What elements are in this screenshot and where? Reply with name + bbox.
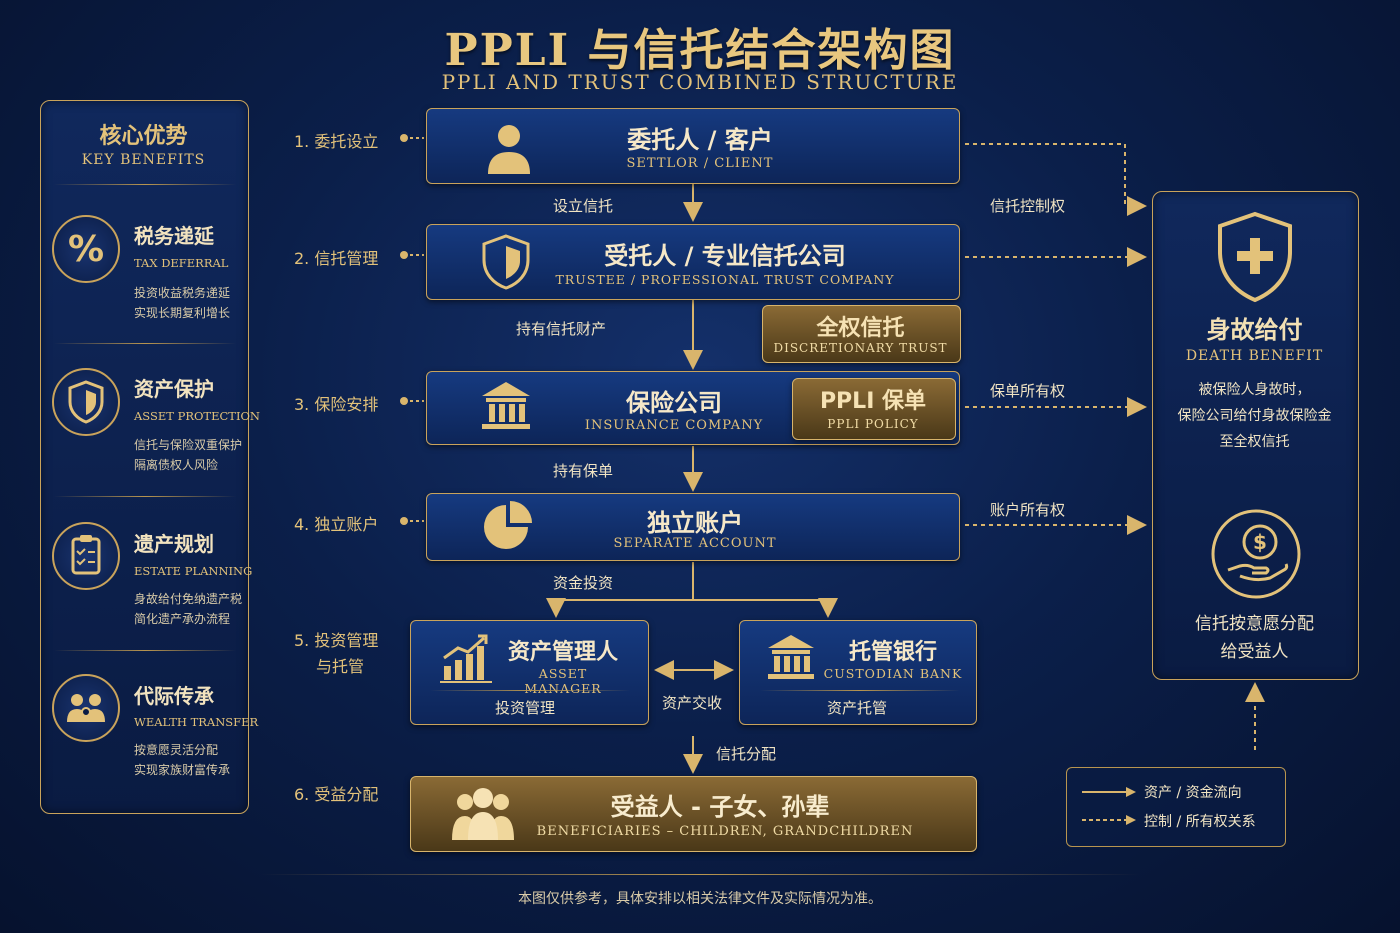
- legend: [1066, 767, 1286, 847]
- svg-text:$: $: [1253, 530, 1267, 554]
- step-label: 6. 受益分配: [294, 785, 379, 804]
- flow-label: 资产交收: [662, 694, 723, 712]
- ppli-policy-en: PPLI POLICY: [827, 417, 919, 431]
- divider: [430, 690, 630, 691]
- step-label: 3. 保险安排: [294, 395, 379, 414]
- trustee-en: TRUSTEE / PROFESSIONAL TRUST COMPANY: [555, 272, 895, 287]
- discretionary-trust-node: [762, 305, 961, 363]
- clipboard-icon: [52, 522, 120, 590]
- trust-distribution-text: 给受益人: [1220, 642, 1289, 662]
- shield-icon: [478, 232, 534, 294]
- key-benefits-title: 核心优势: [99, 124, 188, 149]
- asset-manager-desc: 投资管理: [494, 699, 555, 717]
- bank-building-icon: [766, 632, 816, 688]
- step-label: 4. 独立账户: [294, 515, 379, 534]
- divider: [54, 184, 236, 185]
- benefit-en: TAX DEFERRAL: [134, 256, 229, 270]
- death-benefit-desc: 被保险人身故时，: [1198, 382, 1311, 398]
- step-label: 2. 信托管理: [294, 249, 379, 268]
- ppli-policy-node: [792, 378, 956, 440]
- step-label: 5. 投资管理: [294, 631, 379, 650]
- death-benefit-desc: 保险公司给付身故保险金: [1177, 408, 1332, 424]
- relation-label: 信托控制权: [990, 197, 1066, 215]
- benefit-desc: 实现家族财富传承: [134, 763, 231, 777]
- custodian-bank-desc: 资产托管: [826, 699, 887, 717]
- divider: [760, 690, 960, 691]
- benefit-title: 遗产规划: [134, 532, 214, 556]
- benefit-desc: 简化遗产承办流程: [134, 612, 231, 626]
- group-people-icon: [450, 786, 516, 846]
- discretionary-trust-title: 全权信托: [816, 316, 905, 341]
- pie-chart-icon: [482, 499, 534, 555]
- divider: [54, 343, 236, 344]
- percent-icon: %: [52, 215, 120, 283]
- benefit-en: WEALTH TRANSFER: [134, 715, 259, 729]
- divider: [54, 496, 236, 497]
- custodian-bank-title: 托管银行: [848, 640, 937, 665]
- step-label: 与托管: [316, 657, 365, 676]
- separate-account-en: SEPARATE ACCOUNT: [613, 536, 777, 551]
- benefit-en: ESTATE PLANNING: [134, 564, 253, 578]
- beneficiaries-en: BENEFICIARIES – CHILDREN, GRANDCHILDREN: [536, 824, 914, 839]
- benefit-desc: 投资收益税务递延: [134, 286, 231, 300]
- footnote: 本图仅供参考，具体安排以相关法律文件及实际情况为准。: [518, 891, 882, 907]
- settlor-en: SETTLOR / CLIENT: [626, 156, 774, 171]
- benefit-desc: 按意愿灵活分配: [134, 743, 219, 757]
- dollar-hand-icon: $: [1210, 508, 1302, 604]
- person-icon: [484, 120, 534, 180]
- discretionary-trust-en: DISCRETIONARY TRUST: [773, 341, 948, 355]
- flow-label: 资金投资: [553, 574, 614, 592]
- asset-manager-en: ASSET MANAGER: [524, 666, 602, 696]
- key-benefits-subtitle: KEY BENEFITS: [81, 152, 206, 168]
- shield-icon: [52, 368, 120, 436]
- custodian-bank-en: CUSTODIAN BANK: [823, 666, 963, 681]
- beneficiaries-title: 受益人 - 子女、孙辈: [610, 793, 830, 821]
- step-label: 1. 委托设立: [294, 132, 379, 151]
- insurance-company-title: 保险公司: [626, 389, 722, 417]
- divider: [260, 874, 1140, 875]
- legend-solid-label: 资产 / 资金流向: [1144, 785, 1242, 801]
- flow-label: 持有保单: [553, 462, 614, 480]
- page-subtitle: PPLI AND TRUST COMBINED STRUCTURE: [441, 70, 959, 94]
- benefit-desc: 信托与保险双重保护: [134, 438, 243, 452]
- trust-distribution-text: 信托按意愿分配: [1195, 614, 1314, 634]
- svg-text:%: %: [68, 229, 104, 270]
- page-title: PPLI 与信托结合架构图: [444, 25, 956, 76]
- relation-label: 账户所有权: [990, 501, 1066, 519]
- separate-account-title: 独立账户: [647, 509, 743, 537]
- ppli-policy-title: PPLI 保单: [819, 389, 927, 414]
- trustee-title: 受托人 / 专业信托公司: [604, 242, 846, 270]
- benefit-en: ASSET PROTECTION: [134, 409, 260, 423]
- legend-dashed-label: 控制 / 所有权关系: [1144, 814, 1256, 830]
- flow-label: 信托分配: [716, 745, 777, 763]
- benefit-title: 资产保护: [134, 377, 214, 401]
- benefit-desc: 隔离债权人风险: [134, 458, 219, 472]
- insurance-company-en: INSURANCE COMPANY: [584, 418, 764, 433]
- bar-chart-growth-icon: [440, 632, 492, 688]
- flow-label: 持有信托财产: [516, 320, 607, 338]
- benefit-title: 代际传承: [134, 684, 214, 708]
- shield-plus-icon: [1214, 210, 1296, 308]
- settlor-title: 委托人 / 客户: [627, 126, 773, 154]
- benefit-desc: 身故给付免纳遗产税: [134, 592, 243, 606]
- death-benefit-title: 身故给付: [1206, 316, 1303, 344]
- divider: [54, 650, 236, 651]
- benefit-desc: 实现长期复利增长: [134, 306, 231, 320]
- asset-manager-title: 资产管理人: [507, 640, 618, 665]
- death-benefit-desc: 至全权信托: [1219, 434, 1290, 450]
- flow-label: 设立信托: [553, 197, 614, 215]
- benefit-title: 税务递延: [134, 224, 214, 248]
- custodian-bank-node: [739, 620, 977, 725]
- relation-label: 保单所有权: [990, 382, 1066, 400]
- family-icon: [52, 674, 120, 742]
- legend-lines: [1082, 787, 1136, 825]
- death-benefit-en: DEATH BENEFIT: [1185, 348, 1324, 364]
- bank-building-icon: [478, 378, 534, 438]
